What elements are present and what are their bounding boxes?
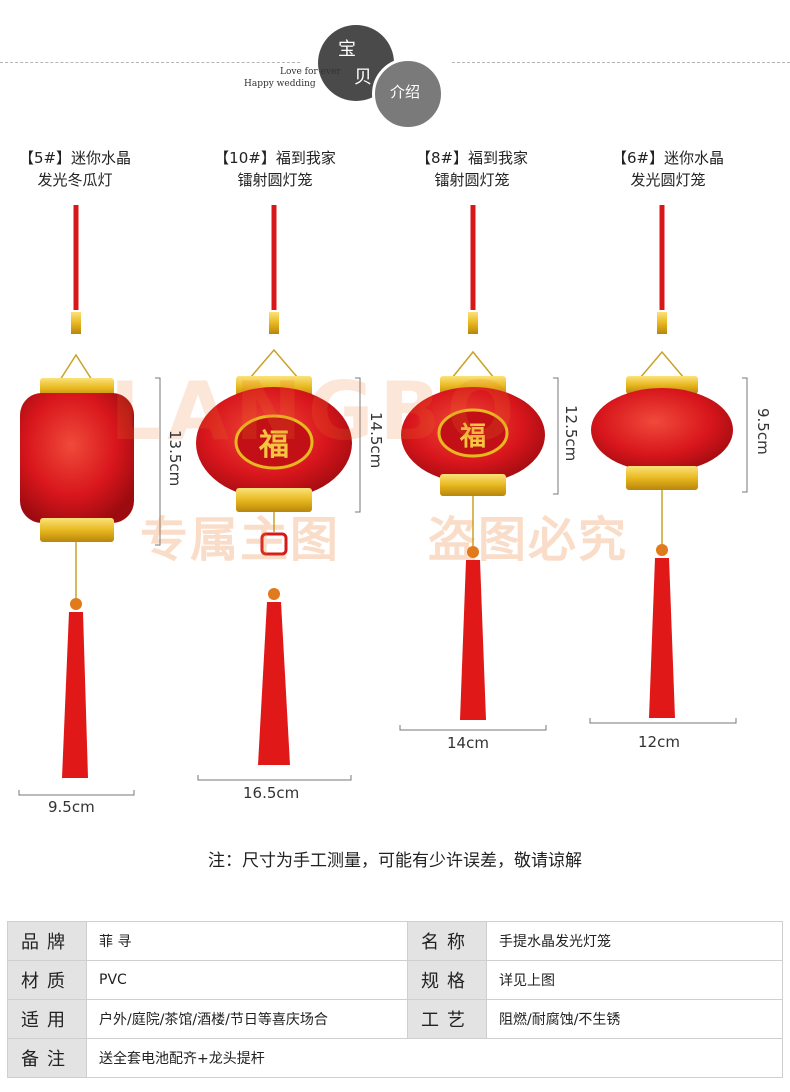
watermark-right: 盗图必究	[428, 512, 629, 568]
title-char-1: 宝	[338, 39, 356, 60]
tagline-1: Love for ever	[280, 67, 341, 77]
watermark-brand: LANGBO	[110, 365, 521, 458]
product-label-line: 发光冬瓜灯	[37, 171, 113, 189]
lantern-10: 福	[196, 205, 352, 765]
table-row: 材质 PVC 规格 详见上图	[7, 960, 783, 1000]
width-label-8: 14cm	[447, 734, 489, 752]
subtitle-text: 介绍	[390, 83, 421, 101]
product-label-line: 【8#】福到我家	[415, 149, 529, 167]
spec-key: 品牌	[7, 921, 87, 961]
title-char-2: 贝	[354, 67, 372, 88]
spec-value: 送全套电池配齐+龙头提杆	[86, 1038, 783, 1078]
spec-value: 户外/庭院/茶馆/酒楼/节日等喜庆场合	[86, 999, 408, 1039]
product-label-line: 镭射圆灯笼	[434, 171, 510, 189]
measurement-note: 注：尺寸为手工测量，可能有少许误差，敬请谅解	[208, 851, 582, 871]
lantern-6	[591, 205, 733, 718]
header-divider-right	[452, 62, 790, 63]
header-divider-left	[0, 62, 300, 63]
width-dim-lines	[18, 718, 737, 796]
table-row: 品牌 菲 寻 名称 手提水晶发光灯笼	[7, 921, 783, 961]
product-label-line: 发光圆灯笼	[630, 171, 706, 189]
spec-value: PVC	[86, 960, 408, 1000]
product-label-6: 【6#】迷你水晶 发光圆灯笼	[583, 147, 753, 191]
lanterns-illustration: 福 福	[18, 205, 748, 796]
product-label-line: 镭射圆灯笼	[237, 171, 313, 189]
product-label-5: 【5#】迷你水晶 发光冬瓜灯	[0, 147, 160, 191]
height-dim-lines	[155, 377, 748, 546]
tagline-2: Happy wedding	[244, 79, 316, 89]
spec-value: 阻燃/耐腐蚀/不生锈	[486, 999, 783, 1039]
height-label-10: 14.5cm	[367, 412, 385, 469]
height-label-8: 12.5cm	[562, 405, 580, 462]
height-label-5: 13.5cm	[166, 430, 184, 487]
spec-key: 材质	[7, 960, 87, 1000]
width-label-5: 9.5cm	[48, 798, 95, 816]
spec-value: 菲 寻	[86, 921, 408, 961]
spec-table: 品牌 菲 寻 名称 手提水晶发光灯笼 材质 PVC 规格 详见上图 适用 户外/…	[7, 921, 783, 1078]
width-label-6: 12cm	[638, 733, 680, 751]
table-row: 适用 户外/庭院/茶馆/酒楼/节日等喜庆场合 工艺 阻燃/耐腐蚀/不生锈	[7, 999, 783, 1039]
lantern-fu-char: 福	[459, 422, 486, 452]
spec-key: 适用	[7, 999, 87, 1039]
height-label-6: 9.5cm	[754, 408, 772, 455]
width-label-10: 16.5cm	[243, 784, 300, 802]
spec-key: 规格	[407, 960, 487, 1000]
lantern-fu-char: 福	[258, 428, 289, 463]
product-label-8: 【8#】福到我家 镭射圆灯笼	[387, 147, 557, 191]
product-label-10: 【10#】福到我家 镭射圆灯笼	[190, 147, 360, 191]
table-row: 备注 送全套电池配齐+龙头提杆	[7, 1038, 783, 1078]
lantern-8: 福	[401, 205, 545, 720]
product-label-line: 【6#】迷你水晶	[611, 149, 725, 167]
spec-key: 备注	[7, 1038, 87, 1078]
spec-value: 手提水晶发光灯笼	[486, 921, 783, 961]
spec-key: 工艺	[407, 999, 487, 1039]
product-label-line: 【10#】福到我家	[214, 149, 336, 167]
product-label-line: 【5#】迷你水晶	[18, 149, 132, 167]
watermark-left: 专属主图	[140, 512, 341, 568]
lantern-5	[20, 205, 134, 778]
spec-value: 详见上图	[486, 960, 783, 1000]
subtitle-badge: 介绍	[372, 58, 444, 130]
spec-key: 名称	[407, 921, 487, 961]
